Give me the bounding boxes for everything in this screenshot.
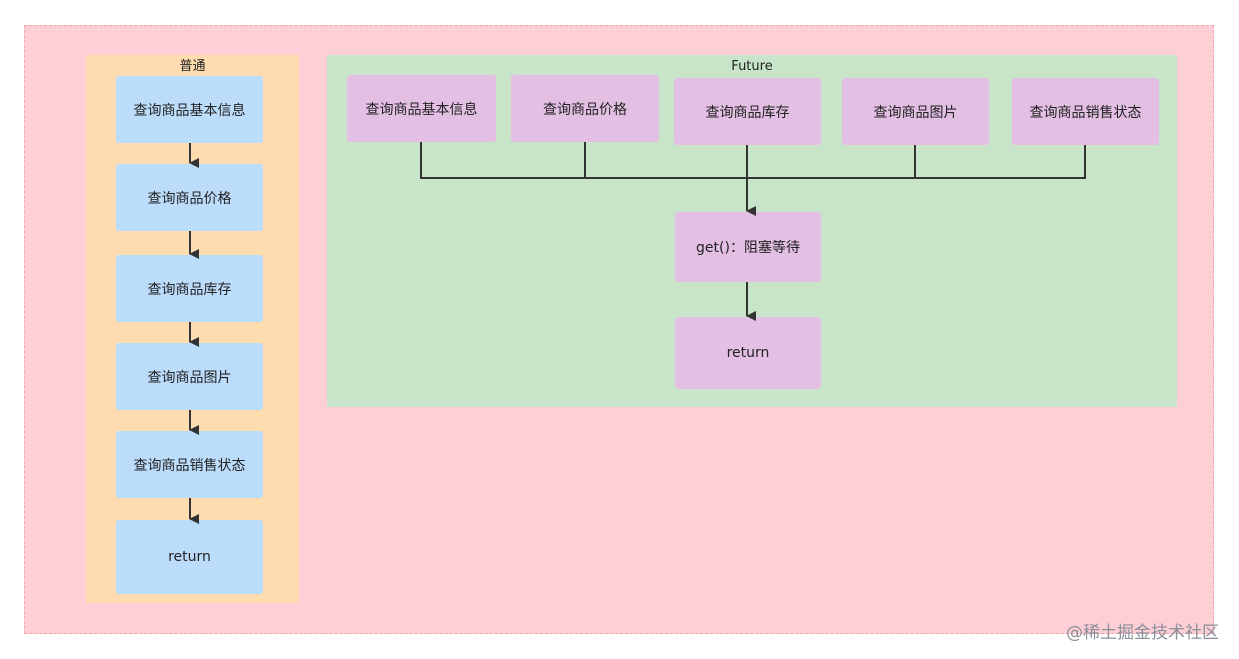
future-task-5: 查询商品销售状态	[1012, 78, 1159, 145]
future-group-title: Future	[731, 59, 773, 74]
normal-step-4: 查询商品图片	[116, 343, 263, 410]
normal-step-2: 查询商品价格	[116, 164, 263, 231]
normal-step-3: 查询商品库存	[116, 255, 263, 322]
watermark: @稀土掘金技术社区	[1066, 623, 1219, 643]
future-task-3: 查询商品库存	[674, 78, 821, 145]
future-task-4: 查询商品图片	[842, 78, 989, 145]
future-return-node: return	[675, 317, 821, 389]
normal-return: return	[116, 520, 263, 594]
normal-group	[86, 55, 299, 603]
future-task-1: 查询商品基本信息	[347, 75, 496, 142]
future-task-2: 查询商品价格	[511, 75, 659, 142]
normal-group-title: 普通	[179, 59, 206, 74]
future-wait-node: get()：阻塞等待	[675, 212, 821, 282]
normal-step-1: 查询商品基本信息	[116, 76, 263, 143]
normal-step-5: 查询商品销售状态	[116, 431, 263, 498]
